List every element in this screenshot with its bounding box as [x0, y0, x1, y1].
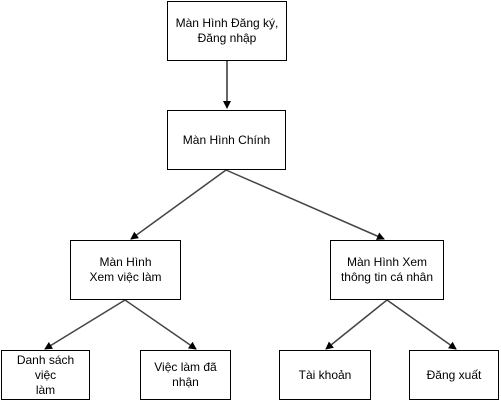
edge-profile-to-account — [325, 299, 388, 350]
edge-main-to-profile — [225, 169, 385, 240]
edge-jobs-to-jobs-received — [124, 299, 197, 350]
node-jobs-received: Việc làm đã nhận — [140, 350, 231, 400]
node-view-profile-screen: Màn Hình Xem thông tin cá nhân — [330, 240, 444, 300]
node-view-jobs-screen: Màn Hình Xem việc làm — [70, 240, 181, 300]
edge-profile-to-logout — [386, 299, 457, 350]
node-account: Tài khoản — [279, 350, 371, 400]
node-main-label: Màn Hình Chính — [182, 132, 271, 147]
node-job-list: Danh sách việc làm — [1, 350, 90, 400]
node-account-label: Tài khoản — [298, 367, 352, 382]
edge-jobs-to-job-list — [44, 299, 126, 350]
node-main-screen: Màn Hình Chính — [167, 110, 286, 170]
node-view-jobs-label: Màn Hình Xem việc làm — [89, 255, 162, 284]
node-login-register-screen: Màn Hình Đăng ký, Đăng nhập — [167, 1, 287, 61]
node-view-profile-label: Màn Hình Xem thông tin cá nhân — [340, 255, 434, 284]
node-jobs-received-label: Việc làm đã nhận — [154, 360, 217, 389]
node-job-list-label: Danh sách việc làm — [16, 352, 75, 397]
node-login-register-label: Màn Hình Đăng ký, Đăng nhập — [175, 16, 279, 45]
node-logout-label: Đăng xuất — [426, 367, 482, 382]
node-logout: Đăng xuất — [409, 350, 499, 400]
edge-main-to-jobs — [130, 169, 227, 240]
